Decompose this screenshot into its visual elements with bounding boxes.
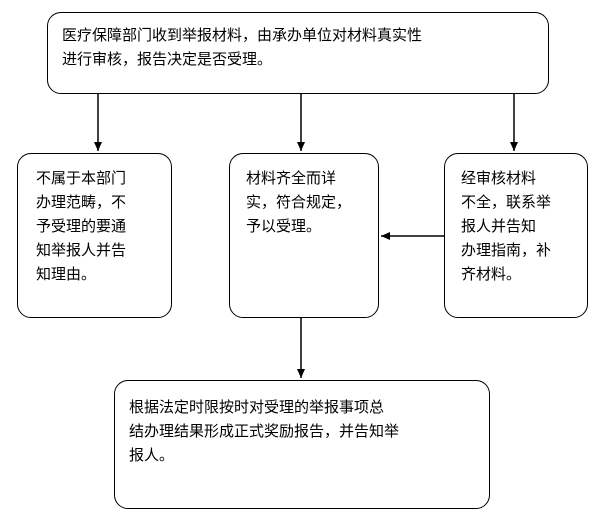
node-text-line: 实，符合规定， (246, 193, 352, 211)
node-text-line: 医疗保障部门收到举报材料，由承办单位对材料真实性 (62, 26, 423, 44)
node-text-line: 不属于本部门 (36, 169, 127, 187)
node-text-line: 不全，联系举 (461, 193, 552, 211)
node-text-line: 材料齐全而详 (246, 169, 337, 187)
node-text-line: 予以受理。 (246, 217, 322, 235)
node-text-line: 进行审核，报告决定是否受理。 (62, 50, 273, 68)
node-receive-report: 医疗保障部门收到举报材料，由承办单位对材料真实性 进行审核，报告决定是否受理。 (47, 12, 549, 94)
node-text-line: 办理指南，补 (461, 241, 552, 259)
node-text-line: 报人。 (129, 446, 175, 464)
node-text-line: 予受理的要通 (36, 217, 127, 235)
node-text-line: 报人并告知 (461, 217, 537, 235)
node-incomplete-materials: 经审核材料 不全，联系举 报人并告知 办理指南，补 齐材料。 (444, 153, 588, 318)
node-text-line: 经审核材料 (461, 169, 537, 187)
node-text-line: 根据法定时限按时对受理的举报事项总 (129, 398, 385, 416)
node-final-report: 根据法定时限按时对受理的举报事项总 结办理结果形成正式奖励报告，并告知举 报人。 (114, 380, 490, 509)
node-text-line: 办理范畴，不 (36, 193, 127, 211)
node-text-line: 结办理结果形成正式奖励报告，并告知举 (129, 422, 400, 440)
node-not-in-scope: 不属于本部门 办理范畴，不 予受理的要通 知举报人并告 知理由。 (17, 153, 172, 318)
node-text-line: 齐材料。 (461, 265, 522, 283)
node-text-line: 知理由。 (36, 265, 97, 283)
node-accepted: 材料齐全而详 实，符合规定， 予以受理。 (229, 153, 379, 318)
node-text-line: 知举报人并告 (36, 241, 127, 259)
